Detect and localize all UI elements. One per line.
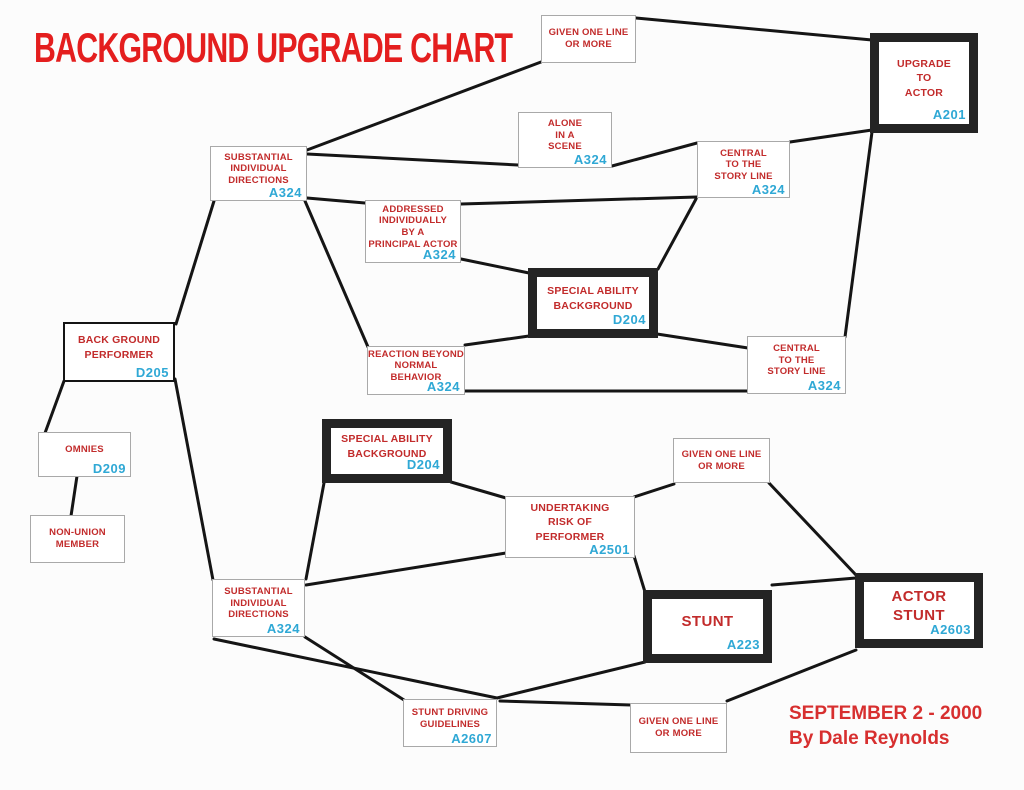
edge-28 [725,648,858,703]
edge-6 [459,257,531,275]
edge-19 [304,551,508,587]
edge-9 [843,130,874,339]
node-code: A324 [422,247,456,262]
node-non-union-member: NON-UNION MEMBER [30,515,125,563]
edge-2 [305,152,520,167]
page-title: BACKGROUND UPGRADE CHART [34,24,513,71]
node-code: A324 [573,152,607,167]
edge-29 [770,576,858,587]
node-code: A324 [751,182,785,197]
node-label: NON-UNION MEMBER [49,527,106,550]
node-label: CENTRAL TO THE STORY LINE [767,343,826,378]
node-label: STUNT [681,613,734,631]
edge-0 [305,60,543,152]
node-code: D205 [135,365,169,380]
edge-14 [174,199,216,326]
edge-25 [212,637,499,700]
edge-10 [655,332,750,350]
node-label: OMNIES [65,444,104,456]
node-code: A2607 [451,731,492,746]
node-code: A324 [807,378,841,393]
node-label: CENTRAL TO THE STORY LINE [714,147,773,182]
node-label: GIVEN ONE LINE OR MORE [548,27,629,50]
edge-4 [305,196,367,205]
node-label: GIVEN ONE LINE OR MORE [638,716,719,739]
node-code: A201 [932,107,966,122]
edge-26 [495,660,647,700]
node-code: A2603 [930,622,971,637]
edge-7 [656,197,698,271]
node-label: UPGRADE TO ACTOR [897,58,951,99]
edge-16 [69,474,79,518]
edge-23 [767,481,858,577]
node-given-one-line-mid: GIVEN ONE LINE OR MORE [673,438,770,483]
node-label: ACTOR STUNT [891,587,947,625]
edge-20 [449,480,508,500]
node-background-performer: BACK GROUND PERFORMER D205 [63,322,175,382]
node-label: SUBSTANTIAL INDIVIDUAL DIRECTIONS [224,151,293,186]
edge-11 [303,199,370,349]
node-label: ADDRESSED INDIVIDUALLY BY A PRINCIPAL AC… [368,203,458,250]
node-label: STUNT DRIVING GUIDELINES [411,706,489,730]
node-label: ALONE IN A SCENE [547,118,583,153]
edge-3 [610,141,699,168]
edge-18 [304,481,326,581]
footer-credit: SEPTEMBER 2 - 2000 By Dale Reynolds [789,702,982,751]
edge-17 [173,377,215,582]
footer-date: SEPTEMBER 2 - 2000 [789,703,983,724]
node-code: D209 [92,461,126,476]
node-code: A2501 [589,542,630,557]
node-code: D204 [406,457,440,472]
node-stunt: STUNT A223 [643,590,772,663]
node-label: SPECIAL ABILITY BACKGROUND [547,285,639,312]
edge-12 [463,334,531,347]
edge-22 [632,554,647,594]
node-label: REACTION BEYOND NORMAL BEHAVIOR [368,348,464,383]
node-code: A223 [726,637,760,652]
node-label: SUBSTANTIAL INDIVIDUAL DIRECTIONS [224,586,293,621]
node-label: BACK GROUND PERFORMER [77,334,161,361]
edge-21 [632,482,676,499]
node-label: UNDERTAKING RISK OF PERFORMER [530,502,610,543]
node-given-one-line-top: GIVEN ONE LINE OR MORE [541,15,636,63]
node-code: A324 [268,185,302,200]
node-label: SPECIAL ABILITY BACKGROUND [341,433,433,460]
edge-5 [459,195,699,206]
node-given-one-line-bottom: GIVEN ONE LINE OR MORE [630,703,727,753]
node-label: GIVEN ONE LINE OR MORE [681,448,762,472]
edge-8 [788,128,874,144]
edge-15 [43,379,66,435]
edge-27 [498,699,633,707]
node-addressed-individually: ADDRESSED INDIVIDUALLY BY A PRINCIPAL AC… [365,200,461,263]
node-code: D204 [612,312,646,327]
node-omnies: OMNIES D209 [38,432,131,477]
node-upgrade-to-actor: UPGRADE TO ACTOR A201 [870,33,978,133]
node-code: A324 [426,379,460,394]
edge-1 [634,16,874,42]
node-code: A324 [266,621,300,636]
footer-byline: By Dale Reynolds [789,727,950,749]
